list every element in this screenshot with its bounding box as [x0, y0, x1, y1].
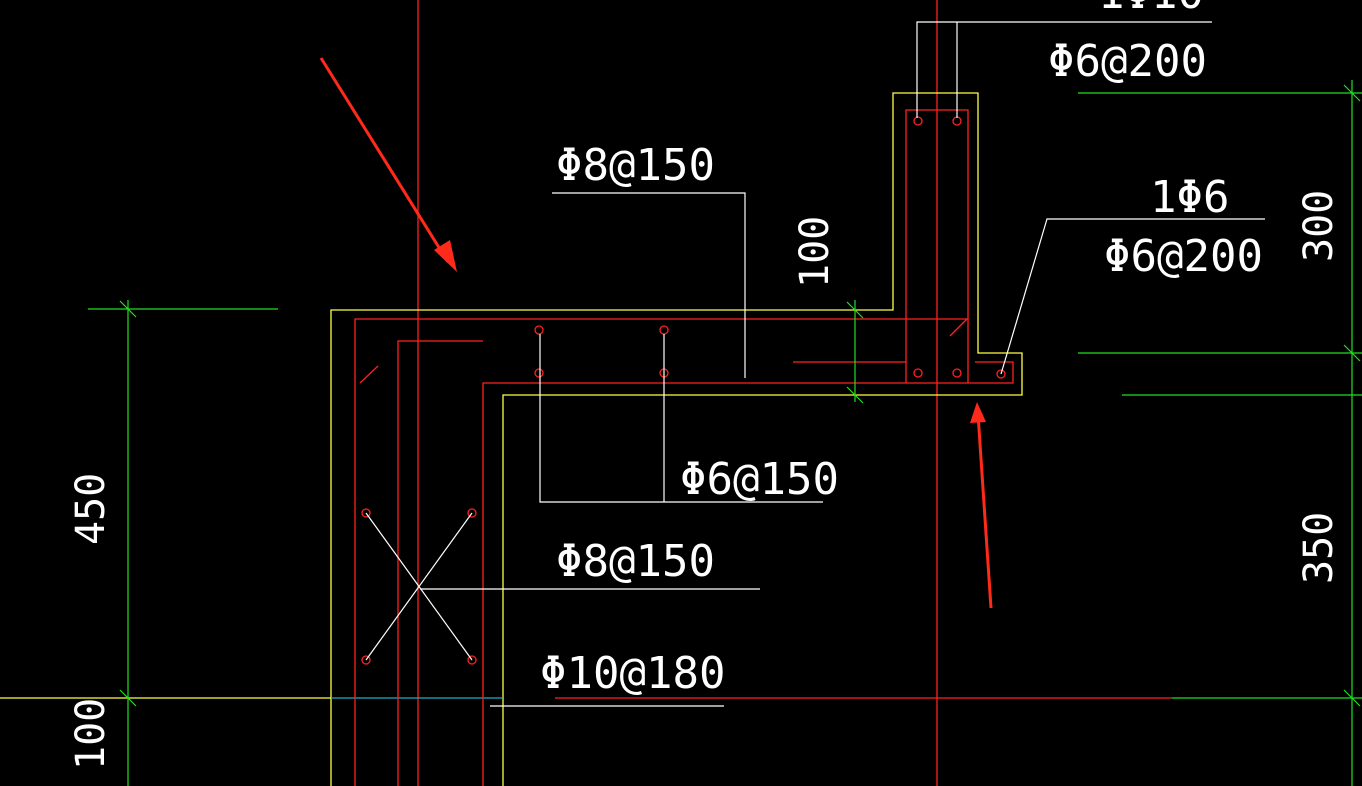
- label-top-right-dist: Φ6@200: [1048, 36, 1207, 87]
- rebar-dot: [913, 368, 923, 378]
- axis-lines: [417, 0, 938, 786]
- label-ledge-dist: Φ6@200: [1104, 231, 1263, 282]
- dim-bottom-left: 100: [68, 698, 114, 770]
- rebar-dot: [952, 116, 962, 126]
- concrete-outline: [0, 92, 1023, 786]
- arrow-head-icon: [970, 402, 986, 423]
- rebar-dot: [913, 116, 923, 126]
- rebar-dot: [952, 368, 962, 378]
- rebar-dot: [996, 369, 1006, 379]
- label-beam-bottom: Φ10@180: [540, 648, 725, 699]
- annotation-arrows: [319, 57, 993, 609]
- dim-right-lower: 350: [1296, 512, 1342, 584]
- label-top-cut: 1Φ10: [1098, 0, 1204, 19]
- label-stirrup-hook: Φ6@150: [680, 454, 839, 505]
- rebar-dot: [467, 508, 477, 518]
- label-slab-top: Φ8@150: [556, 140, 715, 191]
- rebar-dot: [361, 655, 371, 665]
- arrow-head-icon: [434, 240, 457, 272]
- leader-lines: [365, 21, 1265, 707]
- dim-beam-depth: 450: [68, 473, 114, 545]
- dimension-lines: [88, 80, 1362, 786]
- rebar-dot: [361, 508, 371, 518]
- rebar-dot: [534, 325, 544, 335]
- rebar-lines: [354, 109, 1172, 786]
- dim-slab-thickness: 100: [792, 216, 838, 288]
- rebar-dot: [659, 325, 669, 335]
- rebar-dot: [467, 655, 477, 665]
- label-ledge-bar: 1Φ6: [1150, 172, 1229, 223]
- label-beam-side: Φ8@150: [556, 536, 715, 587]
- dim-upstand-height: 300: [1296, 190, 1342, 262]
- rebar-dot: [534, 368, 544, 378]
